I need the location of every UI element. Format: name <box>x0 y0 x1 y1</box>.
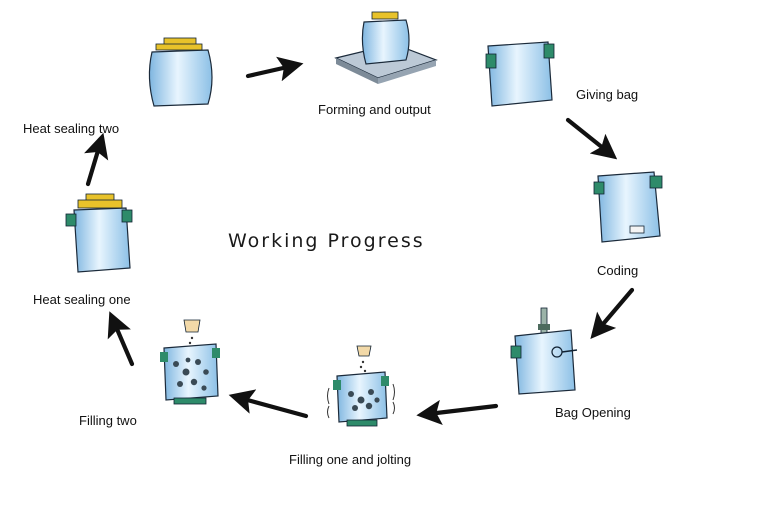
arrow-filling-two-to-sealing-one <box>107 311 135 367</box>
arrow-forming-to-giving <box>245 56 304 82</box>
step-label-forming-output: Forming and output <box>318 102 431 117</box>
filling-two-icon <box>160 319 220 405</box>
stage-heat-sealing-two <box>142 36 222 110</box>
arrow-filling-one-to-filling-two <box>228 389 309 419</box>
step-label-bag-opening: Bag Opening <box>555 405 631 420</box>
stage-filling-one <box>325 344 397 430</box>
step-label-filling-one: Filling one and jolting <box>289 452 412 467</box>
forming-output-icon <box>334 11 438 84</box>
stage-coding <box>592 170 668 246</box>
stage-filling-two <box>154 318 228 410</box>
stage-bag-opening <box>505 306 587 396</box>
arrow-giving-to-coding <box>565 117 618 160</box>
arrow-coding-to-opening <box>590 287 635 339</box>
giving-bag-icon <box>485 41 555 107</box>
stage-forming-output <box>330 8 442 88</box>
step-label-filling-two: Filling two <box>79 413 137 428</box>
heat-sealing-two-icon <box>148 37 213 107</box>
step-label-heat-sealing-one: Heat sealing one <box>33 292 131 307</box>
arrow-sealing-one-to-sealing-two <box>84 132 109 187</box>
stage-heat-sealing-one <box>60 190 140 276</box>
arrow-opening-to-filling-one <box>416 399 499 425</box>
diagram-title: Working Progress <box>228 230 425 252</box>
coding-bag-icon <box>593 171 663 243</box>
step-label-coding: Coding <box>597 263 639 278</box>
filling-one-icon <box>327 345 395 427</box>
step-label-giving-bag: Giving bag <box>576 87 639 102</box>
stage-giving-bag <box>480 40 560 110</box>
heat-sealing-one-icon <box>65 193 133 273</box>
step-label-heat-sealing-two: Heat sealing two <box>23 121 120 136</box>
bag-opening-icon <box>510 307 578 395</box>
